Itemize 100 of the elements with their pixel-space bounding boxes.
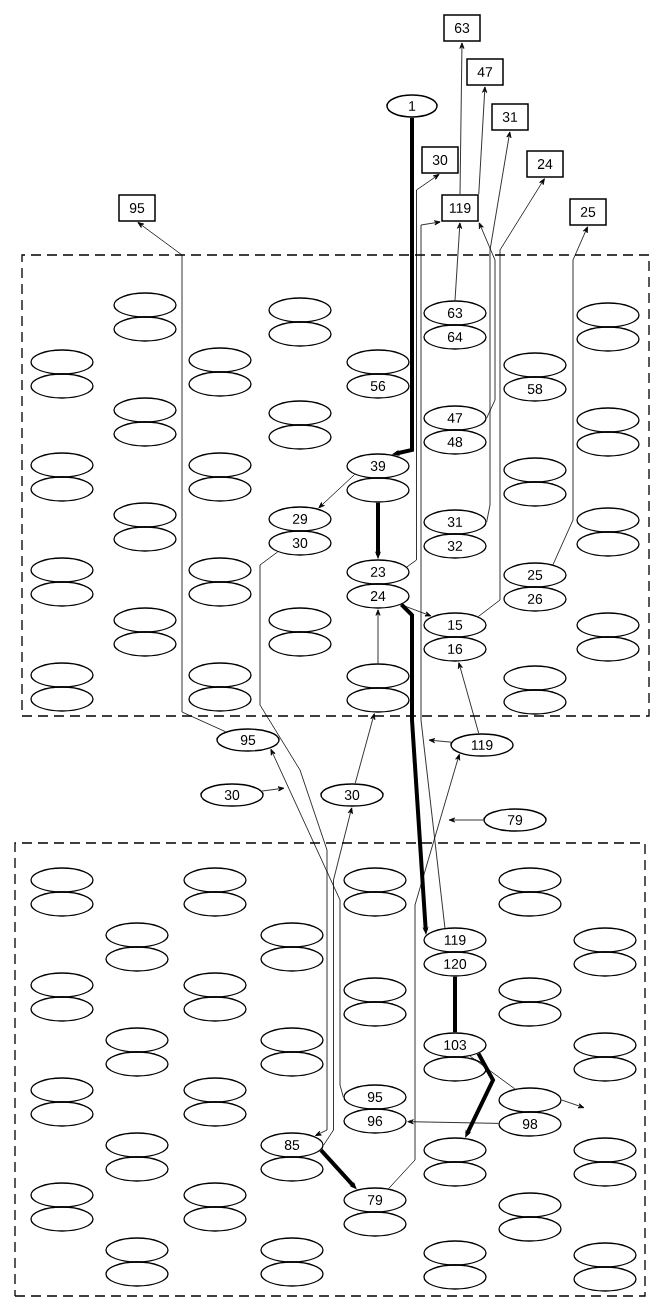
number-box: 95 (118, 194, 156, 222)
ellipse (576, 326, 640, 352)
ellipse (30, 996, 94, 1022)
ellipse (183, 867, 247, 893)
dashed-region (14, 842, 646, 1297)
number-box: 25 (569, 198, 607, 226)
ellipse (346, 477, 410, 503)
ellipse (30, 1182, 94, 1208)
ellipse (503, 352, 567, 378)
ellipse (498, 977, 562, 1003)
ellipse (423, 1056, 487, 1082)
arrow (420, 220, 446, 929)
arrow (354, 713, 376, 784)
arrow (552, 226, 588, 565)
ellipse (423, 1137, 487, 1163)
arrow (137, 222, 226, 733)
ellipse (573, 1056, 637, 1082)
ellipse (113, 421, 177, 447)
ellipse (343, 867, 407, 893)
arrow (478, 178, 545, 617)
arrow (261, 786, 285, 792)
ellipse (188, 452, 252, 478)
ellipse (30, 686, 94, 712)
ellipse (30, 891, 94, 917)
ellipse (343, 977, 407, 1003)
arrow (478, 86, 488, 195)
ellipse (30, 1206, 94, 1232)
number-box: 30 (421, 146, 459, 174)
ellipse (188, 371, 252, 397)
ellipse (498, 891, 562, 917)
ellipse (346, 349, 410, 375)
ellipse (183, 1182, 247, 1208)
arrow (428, 738, 452, 744)
ellipse (576, 636, 640, 662)
ellipse (260, 946, 324, 972)
ellipse (268, 400, 332, 426)
ellipse (498, 1192, 562, 1218)
arrow (259, 551, 328, 1136)
ellipse (30, 452, 94, 478)
ellipse (573, 1242, 637, 1268)
ellipse (503, 457, 567, 483)
ellipse (113, 526, 177, 552)
ellipse (188, 347, 252, 373)
ellipse (105, 1027, 169, 1053)
arrow (459, 42, 465, 195)
ellipse (183, 1077, 247, 1103)
arrow (400, 604, 432, 617)
ellipse (30, 349, 94, 375)
arrow (561, 1099, 585, 1109)
ellipse (423, 1264, 487, 1290)
ellipse (573, 927, 637, 953)
ellipse (183, 891, 247, 917)
ellipse (576, 302, 640, 328)
ellipse (30, 373, 94, 399)
ellipse (105, 1156, 169, 1182)
ellipse (268, 607, 332, 633)
ellipse (188, 557, 252, 583)
ellipse (188, 476, 252, 502)
ellipse (346, 687, 410, 713)
ellipse (188, 662, 252, 688)
ellipse (573, 1032, 637, 1058)
ellipse (188, 581, 252, 607)
ellipse (260, 1156, 324, 1182)
arrow (486, 131, 512, 523)
dashed-region (21, 254, 650, 717)
ellipse (113, 502, 177, 528)
ellipse (573, 1137, 637, 1163)
ellipse (30, 867, 94, 893)
ellipse (503, 481, 567, 507)
ellipse (105, 1132, 169, 1158)
ellipse (498, 867, 562, 893)
ellipse (183, 972, 247, 998)
arrow (407, 1119, 499, 1125)
ellipse (105, 1051, 169, 1077)
ellipse (576, 431, 640, 457)
ellipse (30, 476, 94, 502)
number-box: 63 (443, 14, 481, 42)
ellipse (268, 631, 332, 657)
ellipse (260, 1261, 324, 1287)
ellipse (113, 631, 177, 657)
ellipse (573, 1161, 637, 1187)
ellipse (105, 1237, 169, 1263)
ellipse (573, 1266, 637, 1292)
ellipse (260, 922, 324, 948)
arrow (388, 754, 461, 1189)
ellipse (343, 891, 407, 917)
arrow (323, 807, 353, 1146)
number-box: 24 (526, 150, 564, 178)
ellipse (343, 1211, 407, 1237)
ellipse (268, 321, 332, 347)
arrow (318, 474, 355, 509)
ellipse (576, 407, 640, 433)
ellipse (105, 922, 169, 948)
ellipse (183, 996, 247, 1022)
ellipse (30, 557, 94, 583)
arrow (375, 609, 381, 664)
ellipse (113, 607, 177, 633)
ellipse (498, 1001, 562, 1027)
ellipse (576, 612, 640, 638)
ellipse (105, 946, 169, 972)
